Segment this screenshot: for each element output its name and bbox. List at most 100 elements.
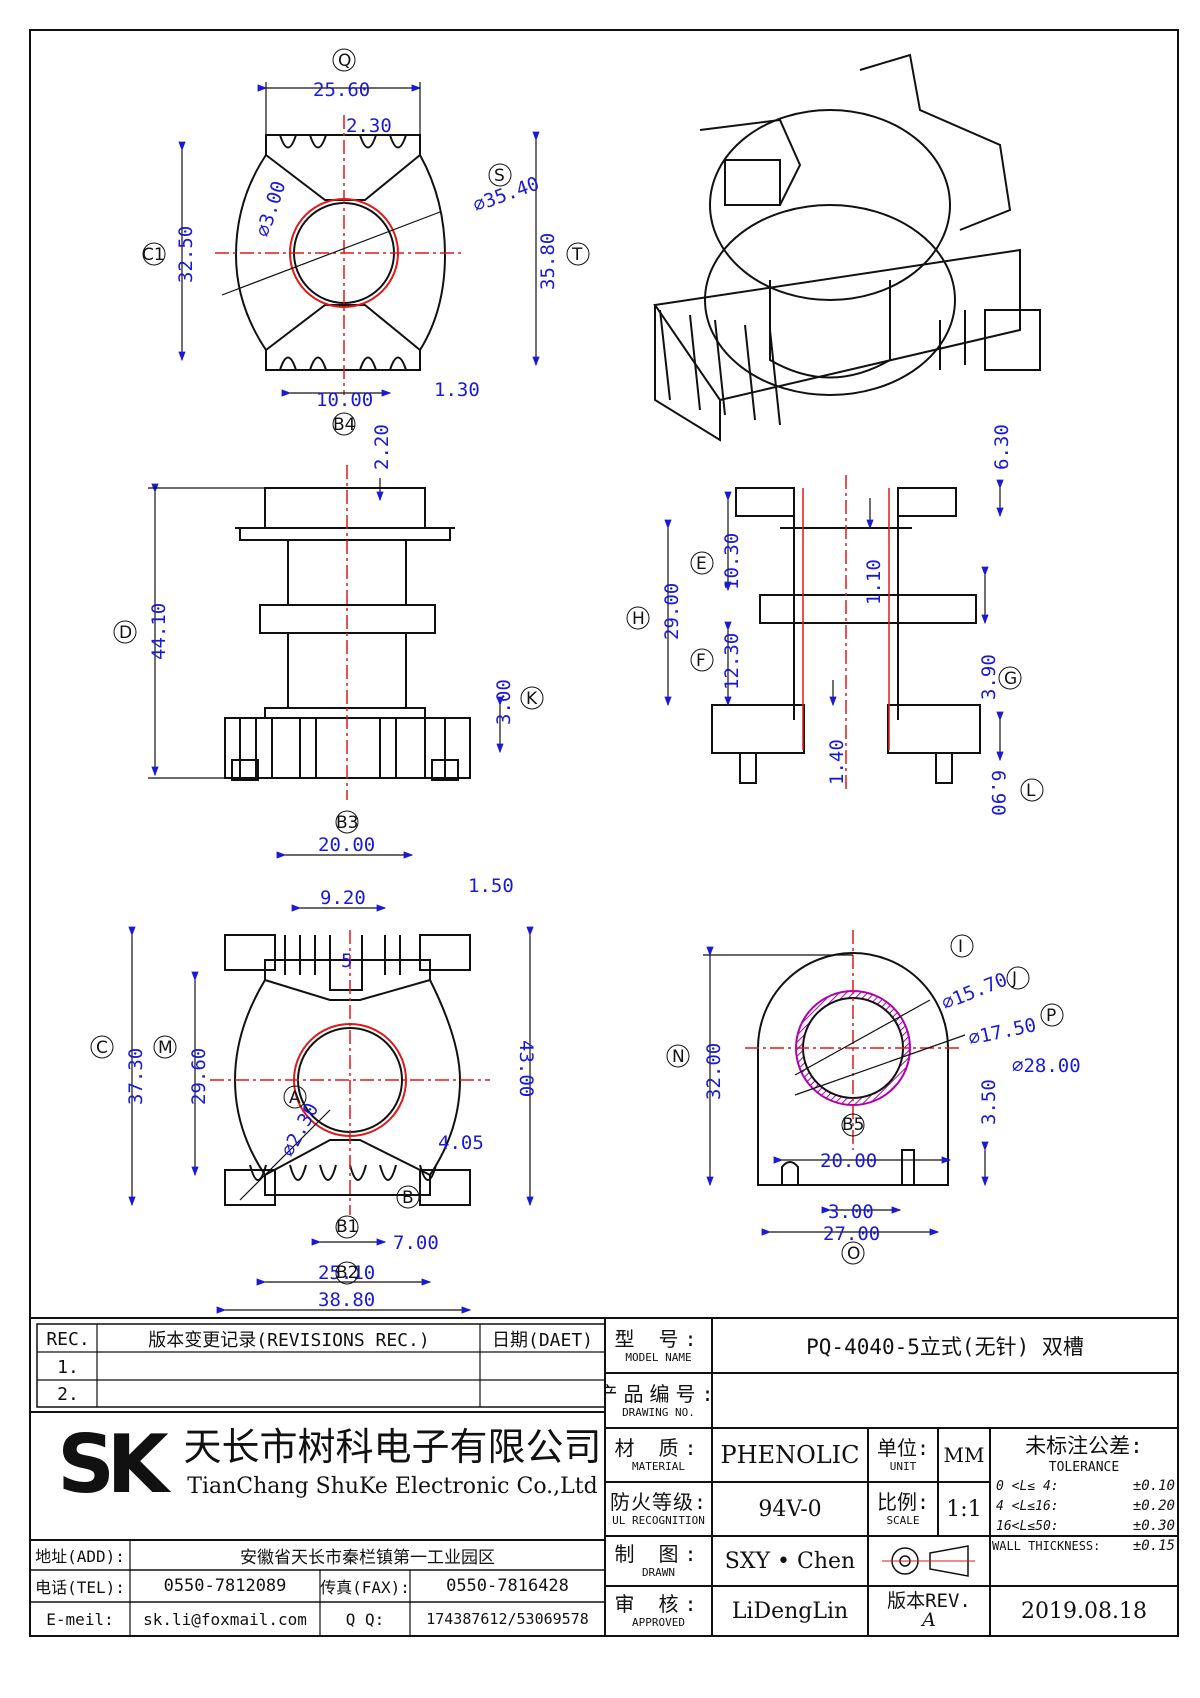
marker-q: Q bbox=[338, 51, 351, 71]
bottom-hole-dim: ⌀2.30 bbox=[277, 1100, 323, 1161]
bottom-slot-dim: 1.50 bbox=[468, 875, 514, 897]
marker-j: J bbox=[1011, 969, 1017, 989]
rev-row-1: 1. bbox=[57, 1356, 79, 1378]
marker-i: I bbox=[958, 937, 963, 957]
section-pin-dim: 6.90 bbox=[987, 770, 1009, 816]
section-view bbox=[711, 475, 981, 790]
tol-range-2: 4 <L≤16: bbox=[996, 1498, 1059, 1514]
marker-d: D bbox=[119, 623, 132, 643]
drawn-key: 制 图:DRAWN bbox=[614, 1542, 703, 1579]
side-height-dim: 32.00 bbox=[703, 1043, 725, 1100]
marker-c1: C1 bbox=[142, 245, 165, 265]
projection-symbol bbox=[882, 1545, 975, 1577]
approved-value: LiDengLin bbox=[731, 1598, 849, 1624]
front-markers bbox=[113, 620, 544, 834]
side-notch-w-dim: 3.00 bbox=[828, 1201, 874, 1223]
tol-value-1: ±0.10 bbox=[1132, 1478, 1175, 1494]
isometric-view bbox=[653, 53, 1041, 442]
section-upper-dim: 10.30 bbox=[721, 533, 743, 590]
fax-value: 0550-7816428 bbox=[446, 1576, 569, 1596]
bottom-view-dimensions bbox=[128, 851, 534, 1314]
mail-value: sk.li@foxmail.com bbox=[143, 1609, 307, 1629]
fax-label: 传真(FAX): bbox=[320, 1578, 410, 1597]
section-flange-dim: 6.30 bbox=[991, 424, 1013, 470]
side-notch-span-dim: 20.00 bbox=[820, 1150, 877, 1172]
bottom-pitch-dim: 7.00 bbox=[393, 1232, 439, 1254]
qq-value: 174387612/53069578 bbox=[426, 1610, 589, 1628]
bottom-total-dim: 38.80 bbox=[318, 1289, 375, 1311]
revisions-grid bbox=[37, 1324, 605, 1636]
top-view-dimensions bbox=[178, 82, 540, 397]
approved-key: 审 核:APPROVED bbox=[614, 1592, 703, 1629]
side-markers bbox=[666, 934, 1064, 1265]
side-outer-bore-dim: ⌀17.50 bbox=[966, 1014, 1038, 1050]
front-total-dim: 44.10 bbox=[148, 603, 170, 660]
bottom-markers bbox=[90, 1035, 420, 1285]
mail-label: E-meil: bbox=[46, 1609, 114, 1629]
marker-a: A bbox=[289, 1088, 301, 1108]
scale-key: 比例:SCALE bbox=[876, 1490, 930, 1527]
drawing-key: 产品编号:DRAWING NO. bbox=[605, 1381, 712, 1419]
scale-value: 1:1 bbox=[946, 1496, 982, 1522]
title-block: REC. 版本变更记录(REVISIONS REC.) 日期(DAET) 1. … bbox=[30, 1318, 1178, 1636]
top-outer-dim: ⌀35.40 bbox=[470, 173, 542, 217]
side-bore-dim: ⌀15.70 bbox=[939, 969, 1011, 1015]
date-value: 2019.08.18 bbox=[1021, 1598, 1147, 1624]
bottom-inner-dim: 9.20 bbox=[320, 887, 366, 909]
marker-b2: B2 bbox=[336, 1263, 358, 1283]
top-height-right-dim: 35.80 bbox=[537, 233, 559, 290]
bottom-span-dim: 20.00 bbox=[318, 834, 375, 856]
top-width-dim: 25.60 bbox=[313, 79, 370, 101]
top-pitch-dim: 10.00 bbox=[316, 389, 373, 411]
top-slot-dim: 2.30 bbox=[346, 115, 392, 137]
company-logo: SK bbox=[57, 1418, 169, 1510]
marker-b3: B3 bbox=[336, 813, 358, 833]
marker-b: B bbox=[402, 1188, 414, 1208]
material-value: PHENOLIC bbox=[720, 1441, 860, 1469]
rev-desc-header: 版本变更记录(REVISIONS REC.) bbox=[148, 1330, 430, 1351]
company-name-en: TianChang ShuKe Electronic Co.,Ltd bbox=[187, 1473, 598, 1499]
side-body-dim: ⌀28.00 bbox=[1012, 1055, 1081, 1077]
qq-label: Q Q: bbox=[345, 1609, 385, 1629]
bottom-tab-dim: 5 bbox=[341, 950, 352, 972]
front-view-dimensions bbox=[148, 478, 504, 779]
marker-h: H bbox=[632, 609, 645, 629]
section-wall-dim: 1.10 bbox=[863, 559, 885, 605]
marker-p: P bbox=[1046, 1006, 1056, 1026]
top-hole-dim: ⌀3.00 bbox=[252, 178, 291, 239]
fire-value: 94V-0 bbox=[758, 1496, 822, 1522]
side-view bbox=[745, 930, 960, 1186]
bottom-rows-dim: 25.10 bbox=[318, 1262, 375, 1284]
addr-value: 安徽省天长市秦栏镇第一工业园区 bbox=[240, 1547, 495, 1568]
tol-value-4: ±0.15 bbox=[1132, 1538, 1175, 1554]
tolerance-title: 未标注公差: bbox=[1025, 1434, 1143, 1458]
marker-t: T bbox=[571, 245, 583, 265]
tolerance-subtitle: TOLERANCE bbox=[1048, 1459, 1120, 1475]
tol-range-1: 0 <L≤ 4: bbox=[996, 1478, 1059, 1494]
drawn-value: SXY • Chen bbox=[724, 1548, 856, 1574]
bottom-right-h-dim: 43.00 bbox=[515, 1040, 537, 1097]
top-pin-dim: 1.30 bbox=[434, 379, 480, 401]
marker-s: S bbox=[494, 166, 505, 186]
tel-label: 电话(TEL): bbox=[35, 1578, 125, 1597]
top-view bbox=[215, 115, 465, 395]
tol-range-3: 16<L≤50: bbox=[996, 1518, 1059, 1534]
marker-l: L bbox=[1026, 781, 1036, 801]
marker-c: C bbox=[96, 1038, 108, 1058]
company-name-zh: 天长市树科电子有限公司 bbox=[183, 1424, 602, 1469]
unit-value: MM bbox=[943, 1443, 985, 1467]
marker-k: K bbox=[526, 689, 538, 709]
bottom-left-h-dim: 37.30 bbox=[125, 1048, 147, 1105]
marker-f: F bbox=[696, 651, 706, 671]
tol-value-2: ±0.20 bbox=[1132, 1498, 1175, 1514]
section-full-dim: 29.00 bbox=[661, 583, 683, 640]
front-view bbox=[224, 465, 471, 800]
section-bottom-dim: 1.40 bbox=[826, 739, 848, 785]
marker-g: G bbox=[1004, 669, 1017, 689]
tol-range-4: WALL THICKNESS: bbox=[992, 1539, 1101, 1553]
tol-value-3: ±0.30 bbox=[1132, 1518, 1175, 1534]
front-top-dim: 2.20 bbox=[371, 424, 393, 470]
section-view-dimensions bbox=[664, 479, 1004, 762]
top-height-left-dim: 32.50 bbox=[175, 226, 197, 283]
